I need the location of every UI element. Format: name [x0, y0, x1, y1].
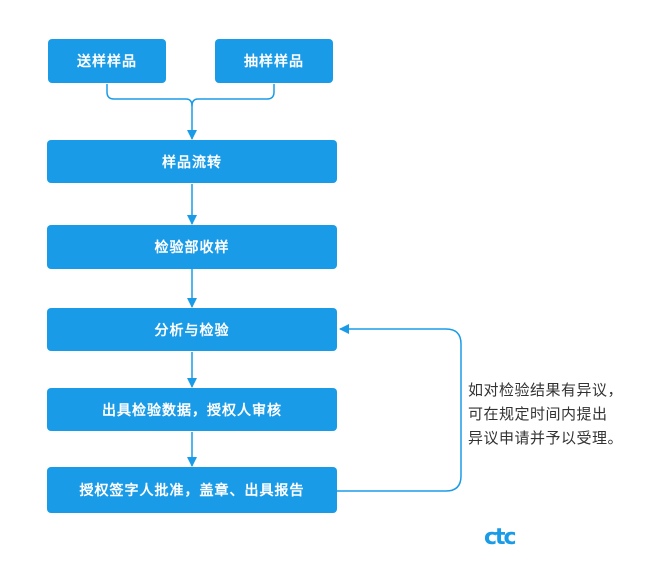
node-sign-report: 授权签字人批准，盖章、出具报告: [47, 467, 337, 513]
ctc-logo: ctc: [484, 525, 517, 550]
objection-note: 如对检验结果有异议， 可在规定时间内提出 异议申请并予以受理。: [468, 378, 638, 450]
objection-note-line: 可在规定时间内提出: [468, 405, 608, 423]
node-sample-transfer: 样品流转: [47, 140, 337, 183]
merge-connector: [106, 84, 197, 140]
merge-connector-right: [191, 84, 275, 107]
objection-note-line: 如对检验结果有异议，: [468, 381, 624, 399]
node-send-sample: 送样样品: [48, 39, 166, 83]
node-issue-data: 出具检验数据，授权人审核: [47, 388, 337, 431]
node-analysis: 分析与检验: [47, 308, 337, 351]
objection-note-line: 异议申请并予以受理。: [468, 429, 624, 447]
node-lab-receive: 检验部收样: [47, 225, 337, 269]
feedback-loop-connector: [336, 324, 462, 492]
node-sample-draw: 抽样样品: [215, 39, 333, 83]
